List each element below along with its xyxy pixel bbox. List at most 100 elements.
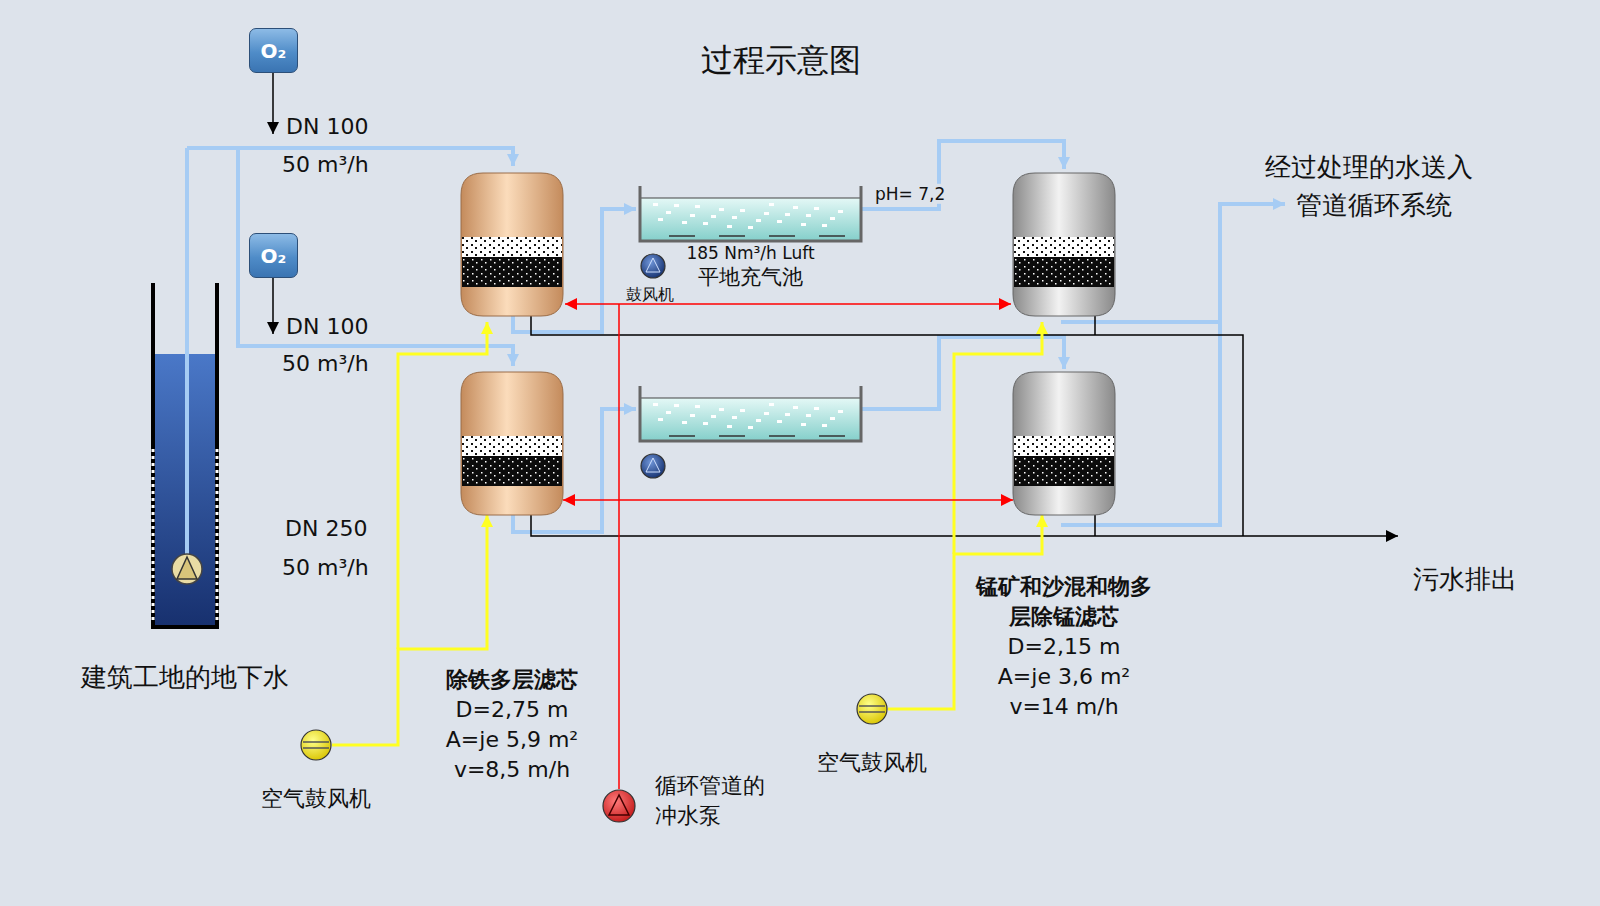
air-bubble: [703, 422, 708, 425]
air-bubble: [719, 208, 724, 211]
basin-wall: [640, 186, 861, 241]
node-label: 循环管道的: [655, 771, 765, 801]
annotation: pH= 7,2: [873, 184, 947, 204]
node-label: 锰矿和沙混和物多: [976, 572, 1152, 602]
air-bubble: [793, 406, 798, 409]
air-bubble: [777, 420, 782, 423]
node-caption: 循环管道的冲水泵: [655, 771, 765, 831]
basin-water: [641, 198, 860, 240]
air-blower: 空气鼓风机: [856, 693, 888, 725]
annotation: 50 m³/h: [280, 351, 371, 377]
aeration-blower-shape: [640, 253, 666, 279]
node-caption: 除铁多层滤芯D=2,75 mA=je 5,9 m²v=8,5 m/h: [446, 665, 578, 785]
air-bubble: [793, 206, 798, 209]
air-bubble: [785, 213, 790, 216]
air-bubble: [740, 409, 745, 412]
air-bubble: [711, 415, 716, 418]
filter-media: [1014, 456, 1114, 486]
tank-shell: [1013, 173, 1115, 316]
annotation: 50 m³/h: [280, 555, 371, 581]
air-bubble: [732, 416, 737, 419]
node-caption: 空气鼓风机: [261, 784, 371, 814]
annotation: 经过处理的水送入: [1263, 152, 1475, 183]
blower-symbol: [646, 258, 660, 272]
air-bubble: [658, 218, 663, 221]
air-bubble: [756, 419, 761, 422]
annotation: DN 100: [284, 114, 370, 140]
node-label: O₂: [261, 244, 287, 268]
air-bubble: [830, 217, 835, 220]
well-pump-symbol: [177, 557, 197, 579]
air-bubble: [740, 209, 745, 212]
node-label: 冲水泵: [655, 801, 765, 831]
iron-filter-tank-shape: [461, 372, 563, 515]
filter-media: [462, 436, 562, 456]
pump-symbol: [609, 795, 629, 815]
air-bubble: [682, 421, 687, 424]
node-label: A=je 3,6 m²: [976, 662, 1152, 692]
air-bubble: [653, 403, 658, 406]
node-label: 除铁多层滤芯: [446, 665, 578, 695]
annotation: 管道循环系统: [1294, 190, 1454, 221]
air-bubble: [801, 223, 806, 226]
water-line: [641, 397, 860, 398]
aeration-blower: [641, 454, 665, 478]
groundwater-well: 建筑工地的地下水: [153, 283, 217, 627]
air-blower-shape: [300, 729, 332, 761]
oxygen-line: [272, 278, 274, 334]
node-label: 建筑工地的地下水: [81, 660, 289, 694]
node-caption: 鼓风机: [626, 285, 674, 305]
air-bubble: [682, 221, 687, 224]
air-bubble: [814, 407, 819, 410]
air-bubble: [838, 210, 843, 213]
iron-filter-tank: 除铁多层滤芯D=2,75 mA=je 5,9 m²v=8,5 m/h: [461, 372, 563, 515]
air-bubble: [719, 408, 724, 411]
air-bubble: [822, 424, 827, 427]
air-bubble: [674, 404, 679, 407]
air-bubble: [838, 410, 843, 413]
water-pipes: [187, 141, 1285, 532]
node-caption: 185 Nm³/h Luft平地充气池: [686, 242, 814, 290]
well-pump: [172, 554, 202, 584]
manganese-filter-tank: 锰矿和沙混和物多层除锰滤芯D=2,15 mA=je 3,6 m²v=14 m/h: [1013, 372, 1115, 515]
annotation: 污水排出: [1411, 564, 1519, 595]
wastewater-lines: [531, 316, 1398, 536]
node-label: v=8,5 m/h: [446, 755, 578, 785]
manganese-filter-tank: [1013, 173, 1115, 316]
air-bubble: [769, 403, 774, 406]
annotation: 50 m³/h: [280, 152, 371, 178]
machine-body: [603, 790, 635, 822]
machine-body: [641, 454, 665, 478]
air-bubble: [727, 225, 732, 228]
node-caption: 锰矿和沙混和物多层除锰滤芯D=2,15 mA=je 3,6 m²v=14 m/h: [976, 572, 1152, 722]
filter-media: [462, 257, 562, 287]
fan-symbol: [303, 742, 329, 748]
node-label: D=2,75 m: [446, 695, 578, 725]
flush-line: [618, 304, 620, 789]
node-label: 平地充气池: [686, 264, 814, 290]
annotation: DN 250: [283, 516, 369, 542]
air-bubble: [703, 222, 708, 225]
connector: [563, 499, 1013, 501]
diffuser: [819, 235, 845, 237]
air-bubble: [756, 219, 761, 222]
aeration-basin: [640, 386, 861, 441]
air-bubble: [806, 214, 811, 217]
water-line: [641, 197, 860, 198]
blower-symbol: [646, 458, 660, 472]
oxygen-tank: O₂: [249, 233, 298, 278]
air-bubble: [777, 220, 782, 223]
air-bubble: [801, 423, 806, 426]
air-bubble: [658, 418, 663, 421]
diagram-title: 过程示意图: [699, 41, 863, 79]
filter-media: [1014, 436, 1114, 456]
flush-pump: 循环管道的冲水泵: [602, 789, 636, 823]
air-bubble: [695, 205, 700, 208]
air-bubble: [806, 414, 811, 417]
air-bubble: [814, 207, 819, 210]
air-bubble: [732, 216, 737, 219]
annotation: DN 100: [284, 314, 370, 340]
air-bubble: [711, 215, 716, 218]
basin-water: [641, 398, 860, 440]
air-bubble: [769, 203, 774, 206]
